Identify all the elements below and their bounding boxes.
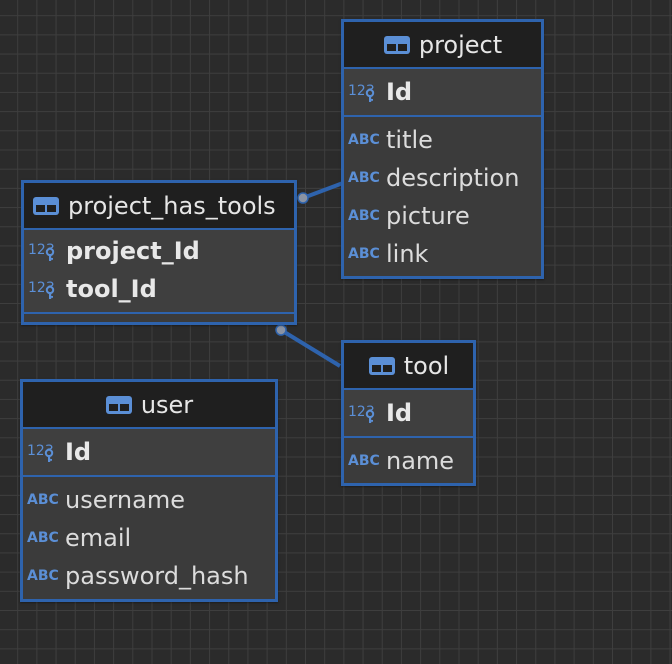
column-row[interactable]: Id	[23, 429, 275, 475]
text-type-icon	[348, 450, 382, 472]
primary-key-section: Id	[23, 429, 275, 477]
entity-header[interactable]: project_has_tools	[24, 183, 294, 230]
column-name: project_Id	[66, 237, 200, 265]
relation-endpoint-project-has-tools-to-project	[297, 192, 309, 204]
table-icon	[383, 35, 411, 55]
relation-line-project-has-tools-to-tool	[279, 328, 342, 368]
entity-user[interactable]: user Id username email password_hash	[20, 379, 278, 602]
column-name: name	[386, 447, 455, 475]
column-row[interactable]: project_Id	[24, 232, 294, 270]
entity-project[interactable]: project Id title description picture	[341, 19, 544, 279]
text-type-icon	[27, 565, 61, 587]
text-type-icon	[27, 527, 61, 549]
entity-name: project_has_tools	[68, 191, 276, 220]
primary-key-section: project_Id tool_Id	[24, 230, 294, 314]
primary-key-section: Id	[344, 390, 473, 438]
column-row[interactable]: description	[344, 159, 541, 197]
entity-name: tool	[403, 351, 450, 380]
column-name: picture	[386, 202, 470, 230]
entity-header[interactable]: project	[344, 22, 541, 69]
column-name: Id	[386, 399, 413, 427]
column-name: email	[65, 524, 132, 552]
column-row[interactable]: name	[344, 442, 473, 480]
column-row[interactable]: Id	[344, 69, 541, 115]
entity-name: user	[140, 390, 194, 419]
relation-endpoint-project-has-tools-to-tool	[275, 324, 287, 336]
column-name: title	[386, 126, 433, 154]
entity-header[interactable]: user	[23, 382, 275, 429]
primary-key-section: Id	[344, 69, 541, 117]
attributes-section: username email password_hash	[23, 477, 275, 597]
entity-tool[interactable]: tool Id name	[341, 340, 476, 486]
text-type-icon	[348, 243, 382, 265]
column-name: Id	[65, 438, 92, 466]
column-row[interactable]: picture	[344, 197, 541, 235]
column-row[interactable]: link	[344, 235, 541, 273]
text-type-icon	[348, 205, 382, 227]
attributes-section: title description picture link	[344, 117, 541, 275]
column-row[interactable]: username	[23, 481, 275, 519]
table-icon	[105, 395, 133, 415]
table-icon	[32, 196, 60, 216]
column-name: password_hash	[65, 562, 249, 590]
column-row[interactable]: title	[344, 121, 541, 159]
column-name: Id	[386, 78, 413, 106]
column-name: tool_Id	[66, 275, 157, 303]
numeric-key-icon	[28, 278, 62, 300]
table-icon	[368, 356, 396, 376]
column-name: link	[386, 240, 429, 268]
column-row[interactable]: email	[23, 519, 275, 557]
numeric-key-icon	[348, 81, 382, 103]
column-name: description	[386, 164, 520, 192]
numeric-key-icon	[28, 240, 62, 262]
entity-header[interactable]: tool	[344, 343, 473, 390]
entity-name: project	[418, 30, 503, 59]
entity-project-has-tools[interactable]: project_has_tools project_Id tool_Id	[21, 180, 297, 325]
text-type-icon	[348, 129, 382, 151]
column-name: username	[65, 486, 185, 514]
numeric-key-icon	[348, 402, 382, 424]
relation-line-project-has-tools-to-project	[302, 181, 344, 200]
column-row[interactable]: password_hash	[23, 557, 275, 595]
text-type-icon	[27, 489, 61, 511]
text-type-icon	[348, 167, 382, 189]
column-row[interactable]: Id	[344, 390, 473, 436]
column-row[interactable]: tool_Id	[24, 270, 294, 308]
numeric-key-icon	[27, 441, 61, 463]
attributes-section: name	[344, 438, 473, 482]
